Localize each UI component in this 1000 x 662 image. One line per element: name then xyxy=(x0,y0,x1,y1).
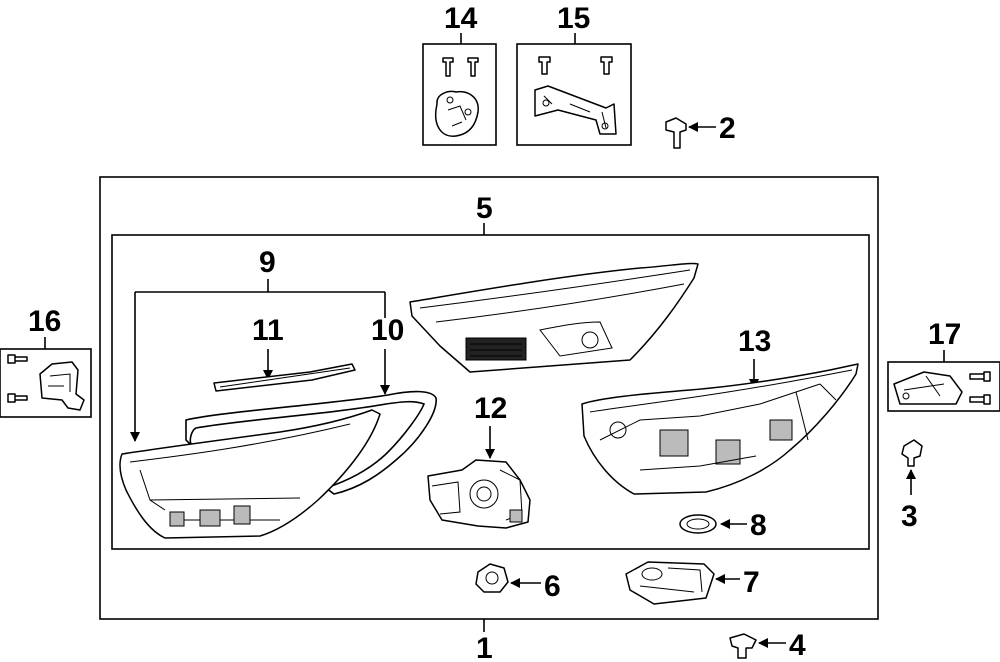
callout-4: 4 xyxy=(789,629,806,662)
rear-housing-13-icon xyxy=(581,363,859,495)
mount-bracket-14-icon xyxy=(435,90,479,137)
callout-group-16: 16 xyxy=(0,305,92,418)
callout-group-7: 7 xyxy=(625,561,760,605)
screw-pair-14-icon xyxy=(442,57,479,77)
screw-16a-icon xyxy=(7,354,28,364)
callout-group-9: 9 xyxy=(130,246,386,442)
callout-2: 2 xyxy=(719,112,736,145)
callout-14: 14 xyxy=(444,2,478,35)
callout-3: 3 xyxy=(901,500,918,533)
bolt-3-icon xyxy=(901,439,923,467)
callout-group-8: 8 xyxy=(679,509,767,542)
callout-1: 1 xyxy=(476,632,493,662)
assembly-box-5 xyxy=(111,234,870,550)
callout-15: 15 xyxy=(557,2,590,35)
screw-16b-icon xyxy=(7,393,28,403)
callout-group-4: 4 xyxy=(729,629,806,662)
module-7-icon xyxy=(625,561,715,605)
callout-group-12: 12 xyxy=(427,392,531,529)
callout-group-6: 6 xyxy=(475,563,561,603)
screw-17b-icon xyxy=(969,394,991,405)
callout-13: 13 xyxy=(738,325,771,358)
screw-17a-icon xyxy=(969,371,991,382)
callout-7: 7 xyxy=(743,566,760,599)
clip-4-icon xyxy=(729,633,757,659)
callout-17: 17 xyxy=(928,318,961,351)
callout-box-17 xyxy=(887,361,1000,412)
bracket-17-icon xyxy=(893,371,963,405)
callout-box-15 xyxy=(516,43,632,146)
projector-12-icon xyxy=(427,459,531,529)
seal-ring-8-icon xyxy=(679,514,717,534)
assembly-box-1 xyxy=(99,176,879,620)
screw-pair-15-icon xyxy=(538,56,613,75)
callout-group-3: 3 xyxy=(901,439,923,533)
callout-10: 10 xyxy=(371,314,404,347)
callout-group-15: 15 xyxy=(516,2,632,146)
callout-11: 11 xyxy=(252,314,284,347)
socket-6-icon xyxy=(475,563,509,593)
callout-16: 16 xyxy=(28,305,61,338)
callout-12: 12 xyxy=(474,392,507,425)
mount-bracket-15-icon xyxy=(534,85,617,135)
callout-5: 5 xyxy=(476,192,493,225)
callout-group-2: 2 xyxy=(665,112,736,149)
callout-group-13: 13 xyxy=(581,325,859,495)
upper-housing-icon xyxy=(409,262,699,373)
callout-box-14 xyxy=(422,43,497,146)
callout-group-17: 17 xyxy=(887,318,1000,412)
headlamp-lens-9-icon xyxy=(119,409,381,539)
callout-group-14: 14 xyxy=(422,2,497,146)
callout-6: 6 xyxy=(544,570,561,603)
callout-8: 8 xyxy=(750,509,767,542)
callout-box-16 xyxy=(0,348,92,418)
gasket-10-icon xyxy=(185,390,437,495)
callout-9: 9 xyxy=(259,246,276,279)
bolt-2-icon xyxy=(665,117,687,149)
